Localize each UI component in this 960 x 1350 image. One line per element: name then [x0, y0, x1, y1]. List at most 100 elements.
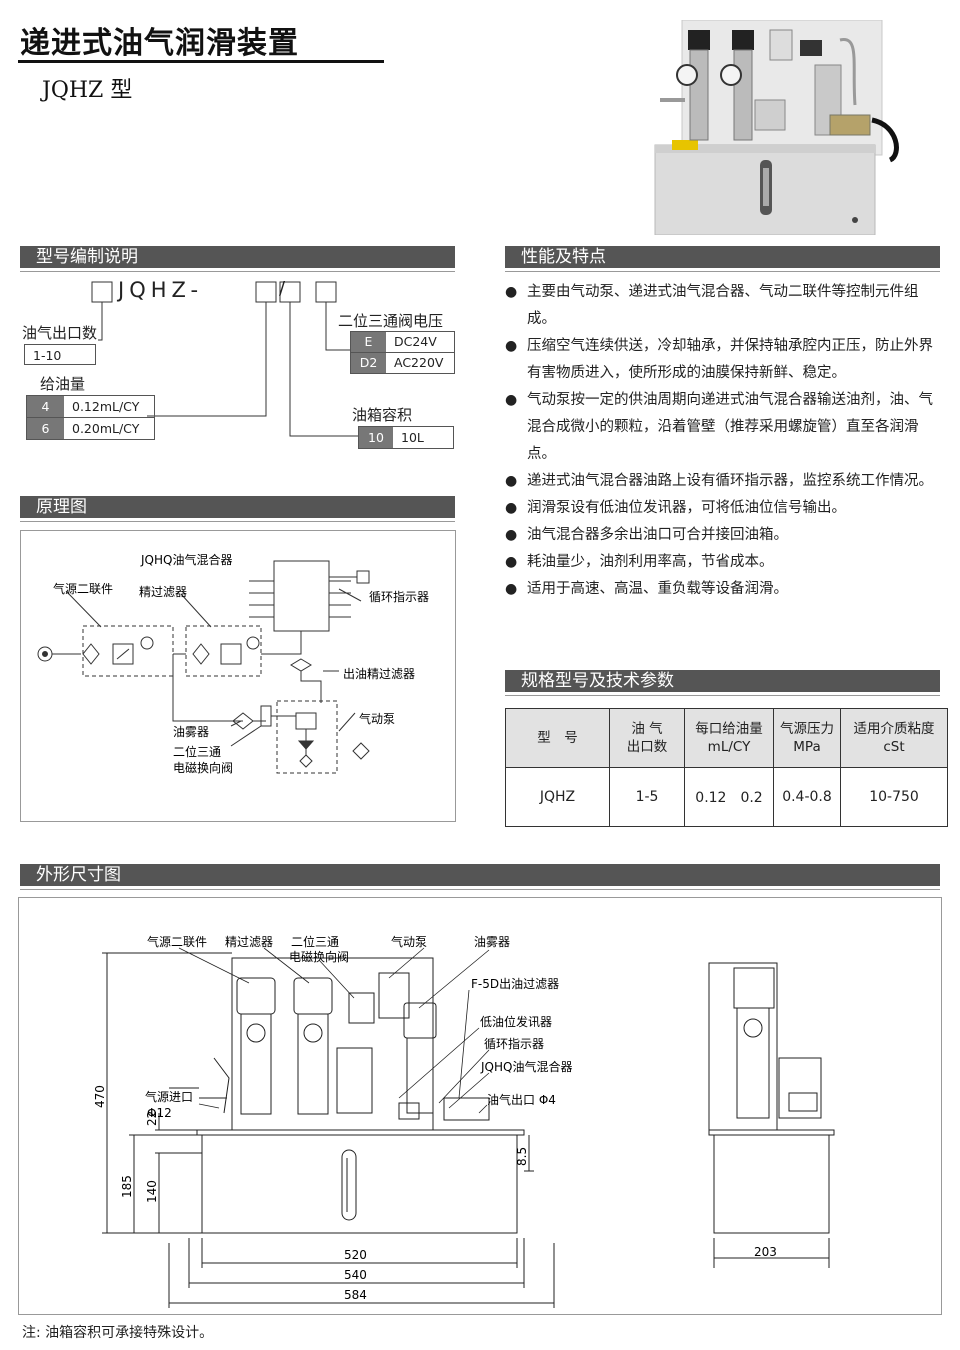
- tank-code: 10: [359, 427, 393, 448]
- oil-label: 给油量: [40, 375, 86, 393]
- spec-cell: JQHZ: [505, 767, 610, 827]
- feature-item: 润滑泵设有低油位发讯器，可将低油位信号输出。: [505, 495, 945, 522]
- slash: /: [279, 278, 286, 299]
- dim-label-mixer: JQHQ油气混合器: [480, 1059, 572, 1074]
- valve-code: D2: [351, 353, 386, 373]
- spec-header-text: cSt: [883, 739, 905, 755]
- dim-value-140: 140: [145, 1180, 159, 1203]
- spec-header-text: 气源压力: [780, 721, 834, 737]
- spec-header: 型 号: [505, 708, 610, 768]
- section-title: 原理图: [36, 497, 87, 517]
- spec-cell: 1-5: [609, 767, 685, 827]
- dim-value-584: 584: [344, 1288, 367, 1302]
- title-rule: [18, 60, 384, 63]
- spec-cell: 0.12 0.2: [684, 767, 774, 827]
- oil-code: 4: [27, 396, 64, 417]
- dim-value-185: 185: [120, 1175, 134, 1198]
- spec-header-text: 出口数: [626, 739, 668, 755]
- section-title: 规格型号及技术参数: [521, 671, 674, 691]
- dim-label-fine-filter: 精过滤器: [225, 935, 273, 949]
- section-bar-principle: 原理图: [20, 496, 455, 522]
- principle-label-fine-filter: 精过滤器: [139, 585, 187, 599]
- valve-value: AC220V: [394, 355, 444, 370]
- oil-table: 4 0.12mL/CY 6 0.20mL/CY: [26, 395, 155, 440]
- dim-value-203: 203: [754, 1245, 777, 1259]
- oil-value: 0.20mL/CY: [72, 421, 140, 436]
- dim-label-indicator: 循环指示器: [484, 1036, 544, 1051]
- dimension-drawing: 气源二联件 精过滤器 二位三通 电磁换向阀 气动泵 油雾器 F-5D出油过滤器 …: [93, 934, 835, 1308]
- spec-header: 适用介质粘度 cSt: [840, 708, 948, 768]
- spec-header-text: 适用介质粘度: [853, 721, 935, 737]
- valve-table: E DC24V D2 AC220V: [350, 331, 455, 374]
- page-title: 递进式油气润滑装置: [20, 26, 299, 61]
- feature-item: 递进式油气混合器油路上设有循环指示器，监控系统工作情况。: [505, 468, 945, 495]
- feature-item: 油气混合器多余出油口可合并接回油箱。: [505, 522, 945, 549]
- valve-label: 二位三通阀电压: [338, 312, 444, 330]
- spec-cell: 10-750: [840, 767, 948, 827]
- oil-value: 0.12mL/CY: [72, 399, 140, 414]
- spec-header: 气源压力 MPa: [773, 708, 841, 768]
- dim-label-air-inlet-size: Φ12: [147, 1106, 172, 1120]
- principle-label-lubricator: 油雾器: [173, 725, 209, 739]
- section-title: 外形尺寸图: [36, 865, 121, 885]
- oil-code: 6: [27, 418, 64, 439]
- principle-label-mixer: JQHQ油气混合器: [140, 552, 232, 567]
- oil-row: 6 0.20mL/CY: [27, 418, 154, 439]
- tank-value: 10L: [401, 430, 424, 445]
- dimension-diagram: 气源二联件 精过滤器 二位三通 电磁换向阀 气动泵 油雾器 F-5D出油过滤器 …: [18, 897, 942, 1315]
- dim-label-outlet: 油气出口 Φ4: [487, 1092, 556, 1107]
- product-photo: [654, 20, 899, 235]
- features-list: 主要由气动泵、递进式油气混合器、气动二联件等控制元件组成。 压缩空气连续供送，冷…: [505, 279, 945, 603]
- section-bar-model-code: 型号编制说明: [20, 246, 455, 272]
- spec-cell: 0.4-0.8: [773, 767, 841, 827]
- model-code-lines: [91, 281, 358, 437]
- section-title: 型号编制说明: [36, 247, 138, 267]
- outlets-value: 1-10: [24, 344, 96, 365]
- section-bar-specs: 规格型号及技术参数: [505, 670, 940, 696]
- model-subtitle: JQHZ 型: [42, 78, 133, 103]
- oil-row: 4 0.12mL/CY: [27, 396, 154, 418]
- outlets-label: 油气出口数: [22, 324, 98, 342]
- dim-label-frl: 气源二联件: [147, 934, 207, 949]
- principle-drawing: JQHQ油气混合器 气源二联件 精过滤器 循环指示器 出油精过滤器 油雾器 气动…: [37, 552, 429, 775]
- dim-label-valve-1: 二位三通: [291, 934, 339, 949]
- tank-table: 10 10L: [358, 426, 454, 449]
- feature-item: 压缩空气连续供送，冷却轴承，并保持轴承腔内正压，防止外界有害物质进入，使所形成的…: [505, 333, 945, 387]
- spec-header-text: 油 气: [631, 721, 663, 737]
- dim-label-low-level: 低油位发讯器: [480, 1014, 552, 1029]
- principle-label-indicator: 循环指示器: [369, 589, 429, 604]
- principle-label-pump: 气动泵: [359, 711, 395, 726]
- valve-row: D2 AC220V: [351, 353, 454, 373]
- dim-label-valve-2: 电磁换向阀: [289, 949, 349, 964]
- section-bar-features: 性能及特点: [505, 246, 940, 272]
- feature-item: 耗油量少，油剂利用率高，节省成本。: [505, 549, 945, 576]
- dim-value-520: 520: [344, 1248, 367, 1262]
- principle-label-valve-1: 二位三通: [173, 744, 221, 759]
- dim-value-8-5: 8.5: [515, 1147, 529, 1166]
- dim-label-air-inlet: 气源进口: [145, 1089, 193, 1104]
- feature-item: 气动泵按一定的供油周期向递进式油气混合器输送油剂，油、气混合成微小的颗粒，沿着管…: [505, 387, 945, 468]
- dim-label-f5d: F-5D出油过滤器: [471, 977, 559, 991]
- dim-value-540: 540: [344, 1268, 367, 1282]
- feature-item: 主要由气动泵、递进式油气混合器、气动二联件等控制元件组成。: [505, 279, 945, 333]
- section-title: 性能及特点: [521, 247, 606, 267]
- spec-header-row: 型 号 油 气出口数 每口给油量 mL/CY 气源压力 MPa 适用介质粘度 cSt: [505, 708, 948, 768]
- spec-header: 油 气出口数: [609, 708, 685, 768]
- tank-label: 油箱容积: [352, 406, 413, 424]
- valve-value: DC24V: [394, 334, 437, 349]
- spec-header: 每口给油量 mL/CY: [684, 708, 774, 768]
- spec-header-text: 每口给油量: [695, 721, 763, 737]
- valve-row: E DC24V: [351, 332, 454, 353]
- footnote: 注: 油箱容积可承接特殊设计。: [22, 1325, 214, 1341]
- principle-label-valve-2: 电磁换向阀: [173, 760, 233, 775]
- spec-header-text: MPa: [793, 739, 821, 755]
- principle-diagram: JQHQ油气混合器 气源二联件 精过滤器 循环指示器 出油精过滤器 油雾器 气动…: [20, 530, 456, 822]
- model-code-text: JQHZ-: [118, 278, 204, 302]
- model-code-block: JQHZ- / 油气出口数 1-10 给油量 4 0.12mL/CY 6 0.2…: [20, 278, 460, 453]
- principle-label-frl: 气源二联件: [53, 581, 113, 596]
- spec-header-text: 型 号: [537, 730, 578, 746]
- dim-value-22: 22: [145, 1111, 159, 1126]
- spec-header-text: mL/CY: [707, 739, 751, 755]
